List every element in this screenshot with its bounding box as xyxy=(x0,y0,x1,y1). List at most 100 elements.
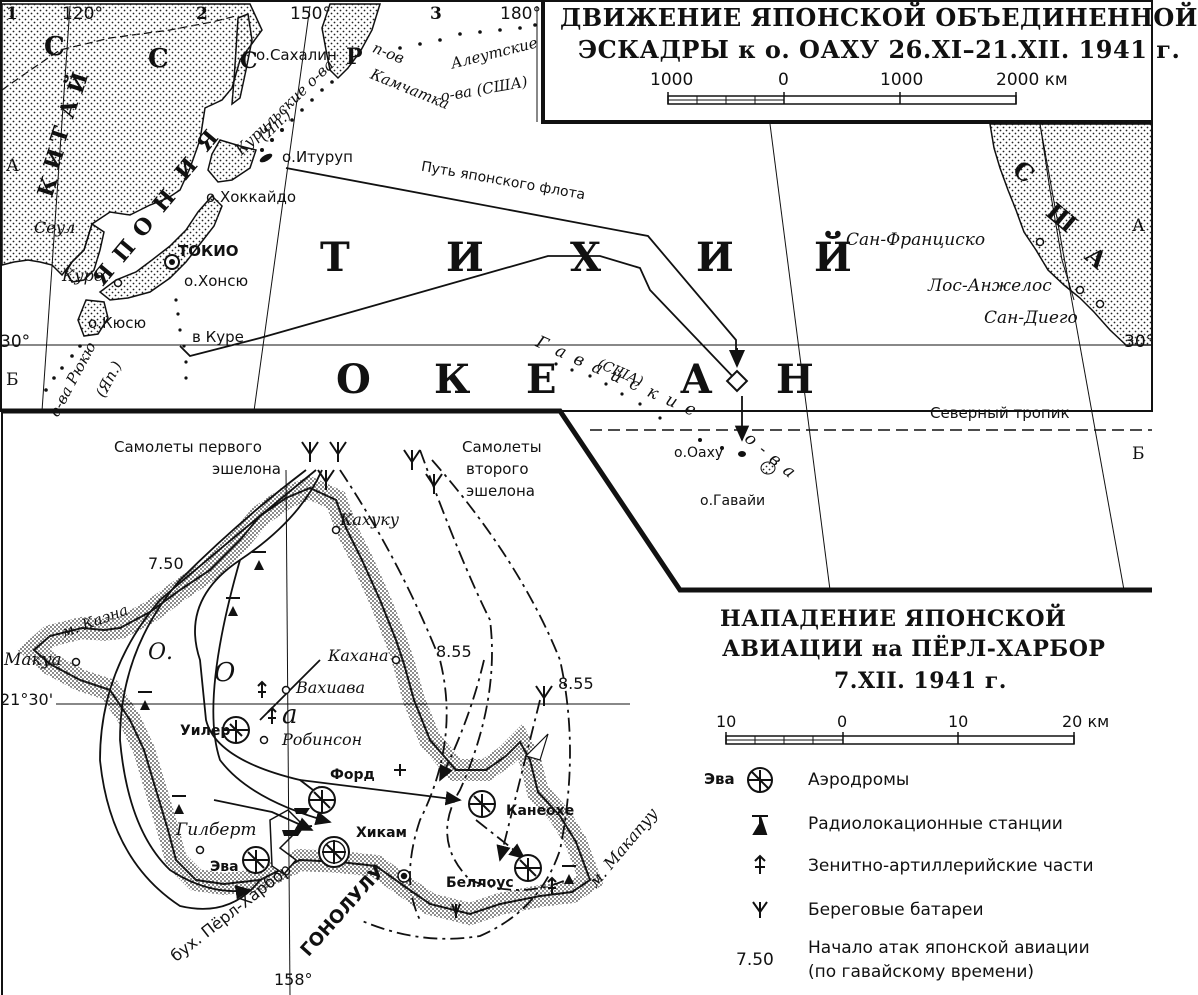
label-san-diego: Сан-Диего xyxy=(984,308,1078,328)
label-seoul: Сеул xyxy=(34,218,76,237)
label-san-francisco: Сан-Франциско xyxy=(846,230,986,250)
ocean-letter-i2: И xyxy=(696,234,736,281)
legend-label-attack-start: Начало атак японской авиации xyxy=(808,938,1090,958)
longitude-180: 180° xyxy=(500,4,541,24)
label-island-o: О. xyxy=(148,640,174,665)
honshu-island xyxy=(98,194,223,301)
pearl-harbor-inlet xyxy=(269,809,301,875)
first-wave-paths xyxy=(99,469,462,910)
sakhalin-island xyxy=(231,12,253,106)
label-hawaii-island: о.Гавайи xyxy=(700,493,766,509)
ocean-letter-kh: Х xyxy=(570,234,604,281)
legend-symbols xyxy=(747,767,773,918)
grid-col-1: 1 xyxy=(6,4,18,24)
label-gilbert: Гилберт xyxy=(176,820,257,840)
latitude-30-right: 30° xyxy=(1124,332,1155,352)
ocean-letter-k: К xyxy=(434,356,473,403)
title-box-border xyxy=(541,1,1152,124)
ocean-letter-a: А xyxy=(680,356,715,403)
bottom-scale-label-0: 0 xyxy=(837,712,848,731)
latitude-30-left: 30° xyxy=(0,332,31,352)
hokkaido-island xyxy=(207,139,257,183)
legend-anti-aircraft-icon xyxy=(754,854,766,874)
label-kahana: Кахана xyxy=(328,646,389,665)
legend-label-airfields: Аэродромы xyxy=(808,770,910,790)
ocean-letter-n: Н xyxy=(776,356,816,403)
launch-point-marker xyxy=(725,369,749,393)
label-kahuku: Кахуку xyxy=(340,510,400,529)
bottom-scale-label-10b: 10 xyxy=(948,712,969,731)
korea-peninsula xyxy=(65,222,105,283)
label-hokkaido: о.Хоккайдо xyxy=(206,188,297,206)
kamchatka-peninsula xyxy=(321,3,382,80)
top-scale-label-2000: 2000 км xyxy=(996,70,1068,90)
grid-col-2: 2 xyxy=(196,4,208,24)
label-island-a: О xyxy=(214,658,236,688)
fleet-return-line xyxy=(179,255,737,381)
meridian-150 xyxy=(253,5,311,412)
legend-label-radar: Радиолокационные станции xyxy=(808,814,1063,834)
radar-stations xyxy=(138,552,576,884)
bottom-scale-label-20: 20 км xyxy=(1062,712,1110,731)
ussr-letter-2: С xyxy=(148,44,169,74)
meridian-158 xyxy=(285,469,291,995)
label-longitude-158: 158° xyxy=(274,970,313,989)
ocean-letter-i: И xyxy=(446,234,486,281)
label-second-wave-3: эшелона xyxy=(466,482,535,500)
longitude-120: 120° xyxy=(62,4,103,24)
legend-key-ewa: Эва xyxy=(704,770,735,788)
town-markers xyxy=(71,525,411,883)
label-tropic: Северный тропик xyxy=(930,404,1070,422)
ocean-letter-e: Е xyxy=(526,356,559,403)
label-iturup: о.Итуруп xyxy=(282,148,353,166)
aleutian-islands xyxy=(398,23,537,50)
longitude-150: 150° xyxy=(290,4,331,24)
second-wave-paths xyxy=(339,449,571,940)
grid-col-3: 3 xyxy=(430,4,442,24)
label-to-kure: в Куре xyxy=(192,328,244,346)
bottom-title-line3: 7.XII. 1941 г. xyxy=(834,668,1007,694)
label-time-855-b: 8.55 xyxy=(558,674,594,693)
label-second-wave-1: Самолеты xyxy=(462,438,542,456)
legend-airfield-icon xyxy=(747,767,773,793)
bottom-scale-label-10: 10 xyxy=(716,712,737,731)
label-kure: Куре xyxy=(62,266,104,285)
legend-coastal-battery-icon xyxy=(752,901,768,918)
label-island-c: а xyxy=(282,700,298,730)
kure-marker xyxy=(113,278,123,288)
legend-radar-icon xyxy=(752,815,768,835)
label-robinson: Робинсон xyxy=(282,730,363,749)
label-bellows: Беллоус xyxy=(446,875,514,891)
ocean-letter-o: О xyxy=(336,356,373,403)
label-wahiawa: Вахиава xyxy=(296,678,366,697)
top-title-line1: ДВИЖЕНИЕ ЯПОНСКОЙ ОБЪЕДИНЕННОЙ xyxy=(560,3,1198,32)
label-time-855-a: 8.55 xyxy=(436,642,472,661)
san-diego-marker xyxy=(1095,299,1105,309)
label-oahu: о.Оаху xyxy=(674,445,724,461)
kyushu-island xyxy=(77,299,109,337)
legend-label-attack-start-2: (по гавайскому времени) xyxy=(808,962,1035,982)
ocean-letter-t: Т xyxy=(320,234,352,281)
label-latitude-21-30: 21°30' xyxy=(0,690,54,709)
legend-label-coastal: Береговые батареи xyxy=(808,900,984,920)
airfields xyxy=(222,716,542,882)
label-first-wave-2: эшелона xyxy=(212,460,281,478)
legend-key-750: 7.50 xyxy=(736,950,774,970)
ussr-letter-3: С xyxy=(240,48,258,74)
ocean-letter-y: Й xyxy=(814,234,854,281)
label-second-wave-2: второго xyxy=(466,460,529,478)
label-ewa: Эва xyxy=(210,859,239,875)
label-makua: Макуа xyxy=(4,650,62,670)
bottom-title-line2: АВИАЦИИ на ПЁРЛ-ХАРБОР xyxy=(722,636,1106,662)
meridian-120w xyxy=(1039,123,1125,591)
anti-aircraft-units xyxy=(257,680,557,894)
label-wheeler: Уилер xyxy=(180,723,231,739)
aircraft-entry-symbols xyxy=(301,441,553,706)
san-francisco-marker xyxy=(1035,237,1045,247)
map-drawing xyxy=(0,0,1153,995)
label-time-750: 7.50 xyxy=(148,554,184,573)
coastal-batteries xyxy=(295,825,461,918)
label-hickam: Хикам xyxy=(356,825,407,841)
label-kaneohe: Канеохе xyxy=(506,803,575,819)
